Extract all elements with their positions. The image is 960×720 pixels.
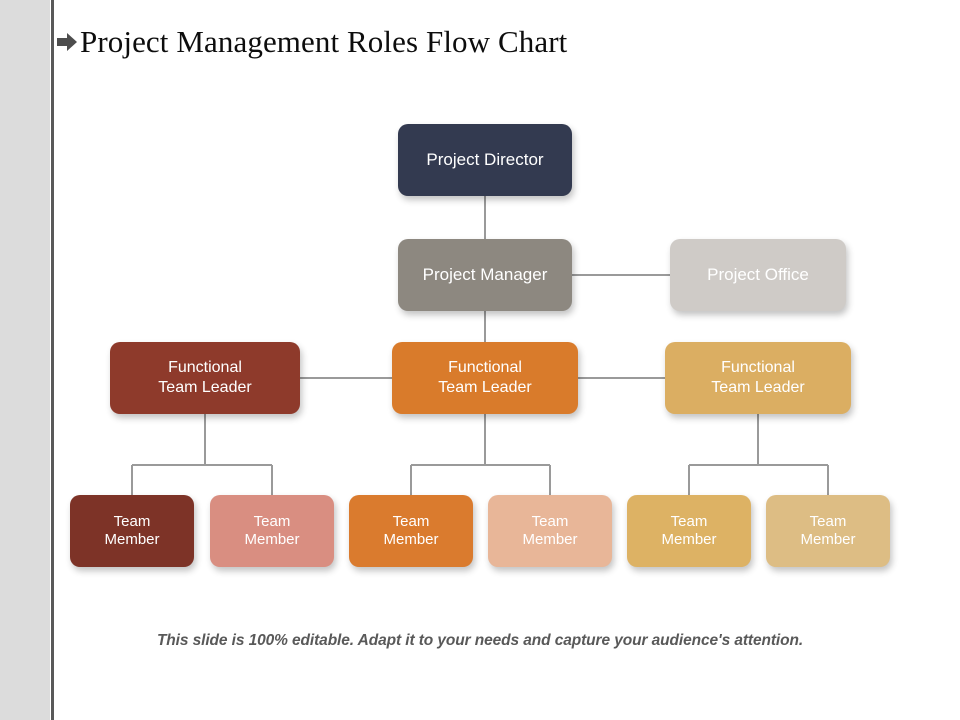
node-label: Project Director	[426, 149, 544, 169]
arrow-right-bullet-icon	[57, 33, 77, 51]
footer-note: This slide is 100% editable. Adapt it to…	[156, 632, 804, 649]
node-team-member-2[interactable]: Team Member	[210, 495, 334, 567]
node-label: Functional Team Leader	[711, 359, 805, 396]
slide-title-row: Project Management Roles Flow Chart	[56, 20, 567, 64]
node-team-member-4[interactable]: Team Member	[488, 495, 612, 567]
node-label: Team Member	[383, 512, 439, 548]
left-rail-divider	[51, 0, 54, 720]
page-title: Project Management Roles Flow Chart	[80, 24, 568, 59]
node-project-office[interactable]: Project Office	[670, 239, 846, 311]
node-team-member-5[interactable]: Team Member	[627, 495, 751, 567]
node-label: Team Member	[661, 512, 717, 548]
node-project-director[interactable]: Project Director	[398, 124, 572, 196]
node-team-member-3[interactable]: Team Member	[349, 495, 473, 567]
node-functional-team-leader-center[interactable]: Functional Team Leader	[392, 342, 578, 414]
node-functional-team-leader-right[interactable]: Functional Team Leader	[665, 342, 851, 414]
node-label: Functional Team Leader	[158, 359, 252, 396]
node-label: Project Office	[707, 264, 809, 284]
node-label: Functional Team Leader	[438, 359, 532, 396]
node-label: Team Member	[244, 512, 300, 548]
node-label: Team Member	[104, 512, 160, 548]
node-functional-team-leader-left[interactable]: Functional Team Leader	[110, 342, 300, 414]
node-team-member-6[interactable]: Team Member	[766, 495, 890, 567]
node-label: Team Member	[800, 512, 856, 548]
node-label: Project Manager	[422, 264, 548, 284]
node-project-manager[interactable]: Project Manager	[398, 239, 572, 311]
left-rail-band	[0, 0, 50, 720]
node-team-member-1[interactable]: Team Member	[70, 495, 194, 567]
node-label: Team Member	[522, 512, 578, 548]
